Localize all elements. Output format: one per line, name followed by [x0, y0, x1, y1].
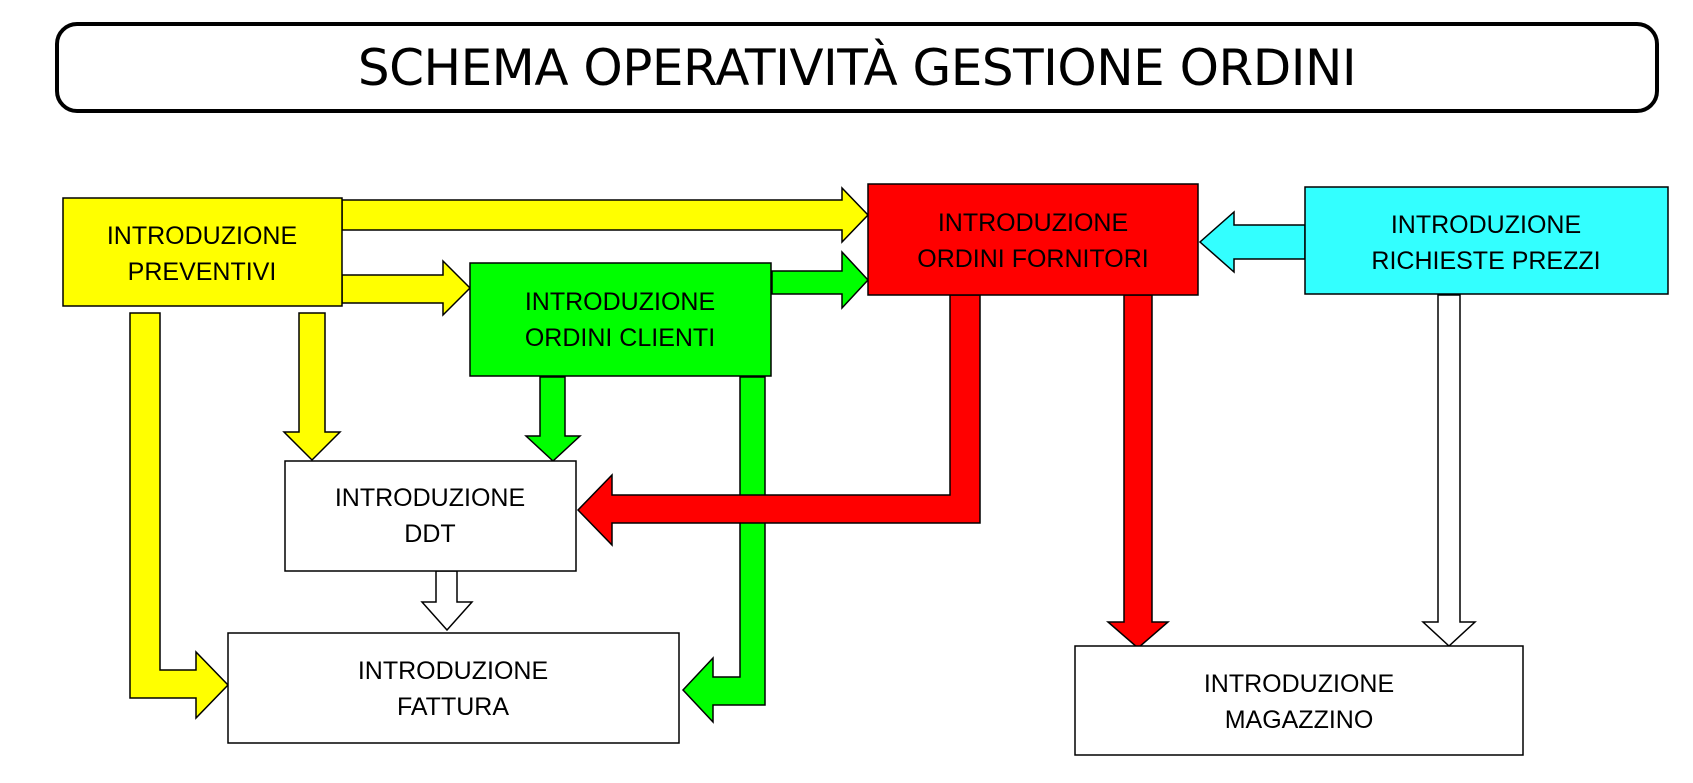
ddt-label-line1: INTRODUZIONE: [335, 484, 525, 512]
node-richieste-prezzi: [1304, 186, 1669, 295]
arrow-ordini-fornitori-to-magazzino: [1105, 294, 1171, 649]
arrow-richieste-prezzi-to-ordini-fornitori: [1198, 210, 1306, 274]
arrow-preventivi-to-ordini-fornitori: [341, 186, 870, 244]
arrow-ordini-clienti-to-fattura: [681, 376, 766, 724]
ddt-label-line2: DDT: [404, 520, 455, 548]
fattura-label-line1: INTRODUZIONE: [358, 657, 548, 685]
arrow-preventivi-to-fattura: [129, 312, 230, 720]
node-ddt: [284, 460, 577, 572]
arrow-ddt-to-fattura: [420, 570, 474, 632]
ordini-fornitori-label-line1: INTRODUZIONE: [938, 209, 1128, 237]
node-ordini-fornitori: [867, 183, 1199, 296]
richieste-prezzi-label-line1: INTRODUZIONE: [1391, 211, 1581, 239]
fattura-label-line2: FATTURA: [397, 693, 509, 721]
node-ordini-clienti: [469, 262, 772, 377]
node-magazzino: [1074, 645, 1524, 756]
ordini-clienti-label-line2: ORDINI CLIENTI: [525, 324, 715, 352]
title-box: SCHEMA OPERATIVITÀ GESTIONE ORDINI: [55, 22, 1659, 113]
arrow-ordini-fornitori-to-ddt: [576, 294, 981, 547]
page-title: SCHEMA OPERATIVITÀ GESTIONE ORDINI: [357, 38, 1357, 97]
arrow-ordini-clienti-to-ddt: [524, 376, 582, 463]
preventivi-label-line2: PREVENTIVI: [128, 258, 277, 286]
magazzino-label-line1: INTRODUZIONE: [1204, 670, 1394, 698]
ordini-fornitori-label-line2: ORDINI FORNITORI: [917, 245, 1148, 273]
richieste-prezzi-label-line2: RICHIESTE PREZZI: [1371, 247, 1600, 275]
arrow-richieste-prezzi-to-magazzino: [1421, 294, 1477, 648]
node-fattura: [227, 632, 680, 744]
magazzino-label-line2: MAGAZZINO: [1225, 706, 1374, 734]
arrow-preventivi-to-ddt: [282, 312, 342, 462]
node-preventivi: [62, 197, 343, 307]
arrow-ordini-clienti-to-ordini-fornitori: [771, 250, 870, 310]
preventivi-label-line1: INTRODUZIONE: [107, 222, 297, 250]
arrow-preventivi-to-ordini-clienti: [341, 259, 472, 317]
ordini-clienti-label-line1: INTRODUZIONE: [525, 288, 715, 316]
